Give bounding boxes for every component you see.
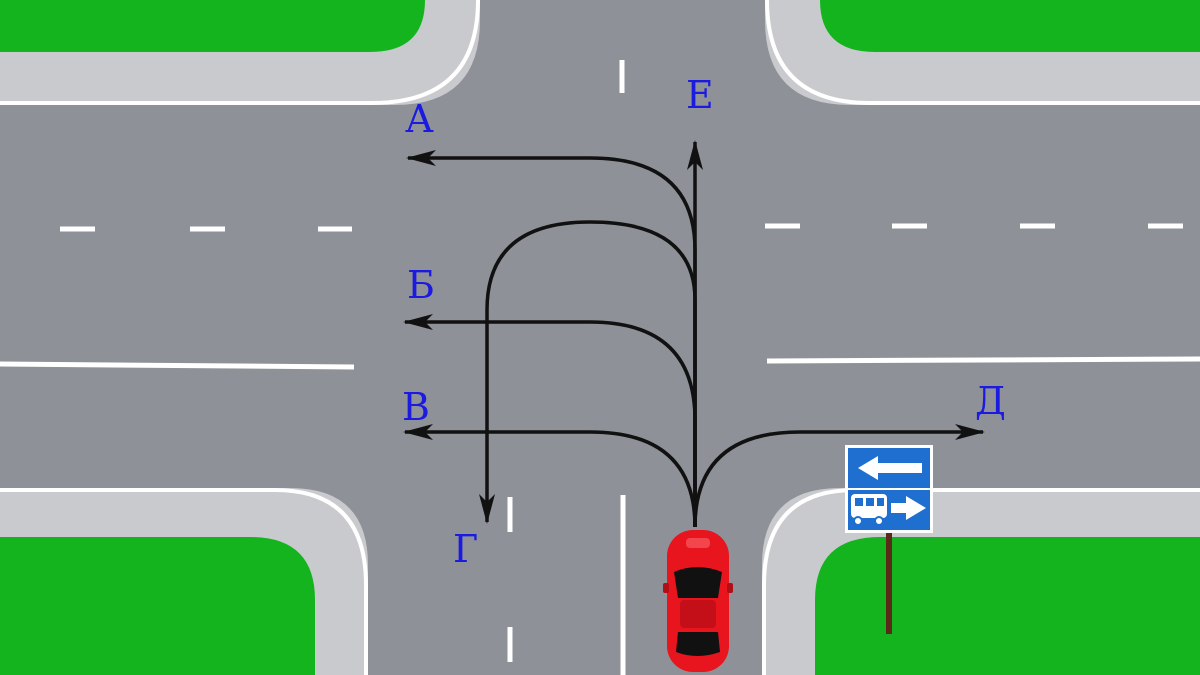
arrow-right-icon [891, 496, 926, 520]
corner-top-right [765, 0, 1200, 105]
route-paths [403, 140, 985, 528]
corner-bottom-right [762, 488, 1200, 675]
route-path-d [693, 424, 985, 528]
route-label-v: В [402, 385, 430, 429]
route-path-g [479, 220, 697, 527]
route-label-b: Б [407, 263, 435, 307]
red-car [663, 530, 733, 672]
route-label-d: Д [975, 379, 1006, 423]
sign-post [886, 530, 892, 634]
corner-bottom-left [0, 488, 368, 675]
arrow-left-icon [858, 456, 922, 480]
route-label-e: Е [686, 73, 714, 117]
route-path-v [403, 424, 697, 528]
route-label-a: А [405, 97, 434, 141]
lane-direction-sign [845, 445, 933, 634]
corner-top-left [0, 0, 480, 105]
bus-icon [851, 494, 887, 526]
route-label-g: Г [453, 527, 478, 571]
lane-markings [0, 60, 1200, 675]
